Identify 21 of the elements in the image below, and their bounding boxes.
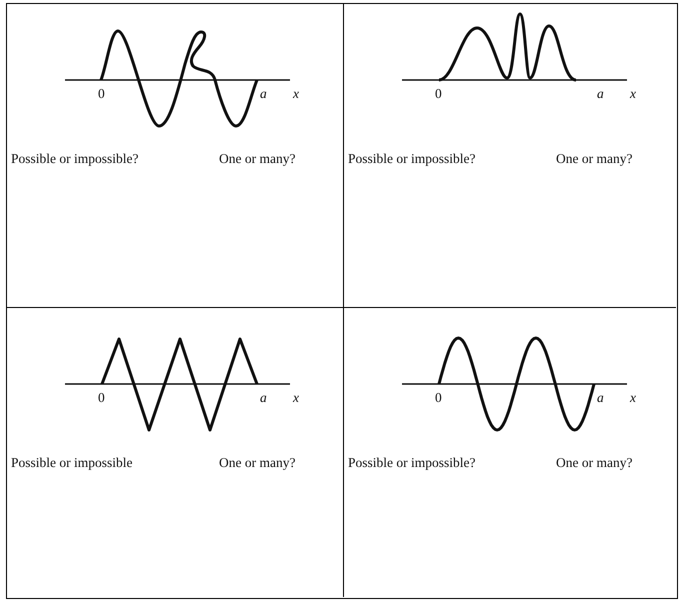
axis-label: 0 [98, 86, 105, 102]
question-text: One or many? [556, 455, 632, 471]
axis-label: x [630, 390, 636, 406]
axis-label: 0 [98, 390, 105, 406]
axis-label: x [293, 390, 299, 406]
axis-label: x [630, 86, 636, 102]
question-text: Possible or impossible [11, 455, 133, 471]
axis-label: 0 [435, 390, 442, 406]
axis-label: a [260, 86, 267, 102]
axis-label: a [597, 86, 604, 102]
axis-label: 0 [435, 86, 442, 102]
question-text: Possible or impossible? [348, 151, 476, 167]
axis-label: a [597, 390, 604, 406]
question-text: One or many? [556, 151, 632, 167]
grid-panel [343, 307, 676, 597]
axis-label: x [293, 86, 299, 102]
question-text: One or many? [219, 151, 296, 167]
question-text: One or many? [219, 455, 296, 471]
question-text: Possible or impossible? [11, 151, 138, 167]
axis-label: a [260, 390, 267, 406]
question-text: Possible or impossible? [348, 455, 476, 471]
